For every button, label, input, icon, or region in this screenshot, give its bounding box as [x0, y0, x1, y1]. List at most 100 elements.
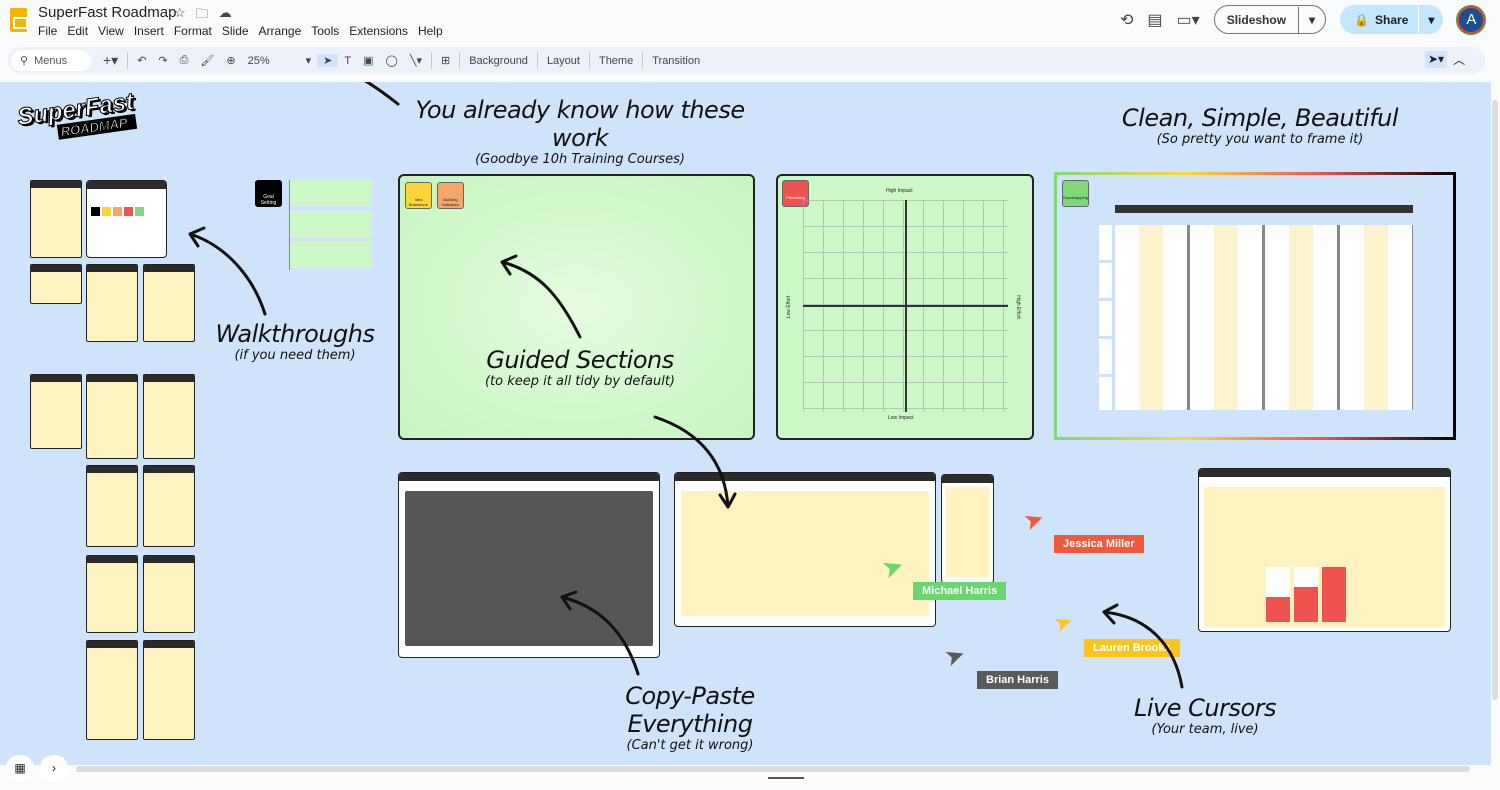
menu-edit[interactable]: Edit — [67, 24, 89, 38]
horizontal-scrollbar[interactable] — [76, 766, 1470, 772]
pointer-icon[interactable]: ➤▾ — [1425, 51, 1448, 68]
board-okrs[interactable] — [1198, 468, 1451, 632]
image-icon[interactable]: ▣ — [363, 55, 374, 67]
walkthrough-thumbnail[interactable] — [30, 264, 82, 304]
arrow-to-guided — [500, 254, 582, 339]
frame-prioritizing[interactable]: Prioritizing High Impact Low Impact Low … — [776, 174, 1034, 440]
label-low-impact: Low Impact — [888, 415, 914, 421]
zoom-dropdown-icon[interactable]: ▾ — [305, 55, 312, 67]
walkthrough-thumbnail[interactable] — [86, 374, 138, 459]
show-filmstrip-icon[interactable]: › — [40, 755, 68, 781]
layout-button[interactable]: Layout — [546, 54, 580, 67]
slideshow-button[interactable]: Slideshow ▾ — [1213, 5, 1327, 34]
goal-cards[interactable] — [289, 180, 371, 270]
redo-icon[interactable]: ↷ — [158, 55, 168, 67]
walkthrough-thumbnail[interactable] — [86, 555, 138, 633]
menu-extensions[interactable]: Extensions — [349, 24, 408, 38]
frame-idea-brainstorm[interactable]: Idea Brainstorm Building Initiatives Gui… — [398, 174, 755, 440]
walkthrough-thumbnail[interactable] — [143, 555, 195, 633]
slideshow-dropdown-icon[interactable]: ▾ — [1298, 6, 1325, 33]
move-folder-icon[interactable]: 🗀 — [195, 6, 209, 21]
collapse-toolbar-icon[interactable]: ︿ — [1453, 53, 1466, 67]
slide-canvas[interactable]: SuperFast ROADMAP Goal Setting You alrea… — [0, 82, 1491, 765]
callout-beautiful: Clean, Simple, Beautiful(So pretty you w… — [1121, 104, 1399, 147]
document-title[interactable]: SuperFast Roadmap — [38, 4, 177, 21]
avatar[interactable]: A — [1457, 5, 1486, 34]
search-placeholder: Menus — [34, 54, 68, 67]
board-walkthrough[interactable] — [941, 474, 994, 584]
chip-goal-setting[interactable]: Goal Setting — [255, 180, 282, 207]
zoom-select[interactable]: 25% — [247, 54, 270, 67]
menu-arrange[interactable]: Arrange — [258, 24, 302, 38]
select-icon[interactable]: ➤ — [317, 54, 339, 67]
menu-insert[interactable]: Insert — [133, 24, 164, 38]
comments-icon[interactable]: ▤ — [1147, 11, 1163, 29]
search-icon: ⚲ — [20, 55, 29, 67]
transition-button[interactable]: Transition — [652, 54, 701, 67]
paint-format-icon[interactable]: 🖌 — [200, 55, 215, 67]
x-axis — [803, 305, 1008, 307]
walkthrough-thumbnail[interactable] — [143, 640, 195, 740]
menu-format[interactable]: Format — [173, 24, 212, 38]
menus-search[interactable]: ⚲ Menus — [11, 50, 91, 71]
share-button[interactable]: 🔒 Share ▾ — [1340, 5, 1444, 34]
version-history-icon[interactable]: ⟲ — [1120, 11, 1134, 29]
theme-button[interactable]: Theme — [598, 54, 634, 67]
slides-logo-icon[interactable] — [10, 8, 28, 32]
star-icon[interactable]: ☆ — [174, 5, 186, 20]
frame-roadmapping[interactable]: Roadmapping — [1054, 172, 1456, 440]
cursor-label-michael: Michael Harris — [913, 582, 1007, 600]
share-dropdown-icon[interactable]: ▾ — [1418, 6, 1443, 33]
grid-view-icon[interactable]: ▦ — [6, 755, 34, 781]
callout-walkthroughs: Walkthroughs(if you need them) — [215, 320, 375, 363]
cursor-label-lauren: Lauren Brooks — [1084, 639, 1180, 657]
walkthrough-thumbnail[interactable] — [86, 465, 138, 547]
cloud-status-icon[interactable]: ☁ — [218, 5, 232, 20]
walkthrough-thumbnail[interactable] — [30, 374, 82, 449]
new-slide-icon[interactable]: +▾ — [103, 52, 119, 68]
walkthrough-thumbnail[interactable] — [30, 180, 82, 258]
text-box-icon[interactable]: T — [344, 54, 352, 67]
chip-idea-brainstorm[interactable]: Idea Brainstorm — [405, 182, 432, 209]
share-label[interactable]: Share — [1375, 12, 1409, 27]
arrow-to-walkthroughs — [188, 226, 267, 316]
walkthrough-thumbnail[interactable] — [86, 180, 167, 258]
board-initiatives[interactable] — [398, 472, 660, 658]
walkthrough-thumbnail[interactable] — [86, 264, 138, 342]
callout-guided-sections: Guided Sections(to keep it all tidy by d… — [484, 346, 675, 389]
chip-building-initiatives[interactable]: Building Initiatives — [437, 182, 464, 209]
menu-bar: File Edit View Insert Format Slide Arran… — [38, 24, 443, 38]
arrow-to-toolbar — [364, 82, 400, 106]
zoom-icon[interactable]: ⊕ — [226, 55, 236, 67]
menu-tools[interactable]: Tools — [311, 24, 340, 38]
menu-help[interactable]: Help — [417, 24, 443, 38]
menu-view[interactable]: View — [98, 24, 124, 38]
chip-roadmapping[interactable]: Roadmapping — [1062, 180, 1089, 207]
hand-drawn-arrows — [188, 82, 1184, 689]
walkthrough-thumbnail[interactable] — [143, 465, 195, 547]
arrow-to-cursors — [1102, 603, 1184, 689]
comment-icon[interactable]: ⊞ — [441, 55, 451, 67]
line-icon[interactable]: ╲▾ — [409, 55, 422, 67]
lock-icon: 🔒 — [1354, 12, 1370, 27]
cursor-label-brian: Brian Harris — [977, 671, 1058, 689]
walkthrough-thumbnail[interactable] — [143, 264, 195, 342]
toolbar: ⚲ Menus +▾ ↶ ↷ ⎙ 🖌 ⊕ 25% ▾ ➤ T ▣ ◯ ╲▾ ⊞ B… — [8, 47, 1485, 74]
header-actions: ⟲ ▤ ▭▾ Slideshow ▾ 🔒 Share ▾ A — [1120, 5, 1486, 34]
walkthrough-thumbnail[interactable] — [86, 640, 138, 740]
menu-file[interactable]: File — [38, 24, 58, 38]
speaker-notes-handle[interactable] — [768, 777, 804, 779]
print-icon[interactable]: ⎙ — [179, 54, 189, 66]
callout-toolbar: You already know how these work(Goodbye … — [415, 96, 745, 167]
walkthrough-thumbnail[interactable] — [143, 374, 195, 459]
roadmap-rows — [1099, 225, 1112, 410]
menu-slide[interactable]: Slide — [221, 24, 249, 38]
shape-icon[interactable]: ◯ — [385, 55, 398, 67]
slideshow-label[interactable]: Slideshow — [1226, 12, 1287, 27]
board-brainstorm[interactable] — [674, 472, 936, 627]
undo-icon[interactable]: ↶ — [137, 55, 147, 67]
meet-icon[interactable]: ▭▾ — [1176, 11, 1200, 29]
vertical-scrollbar[interactable] — [1492, 100, 1498, 700]
background-button[interactable]: Background — [469, 54, 528, 67]
arrow-to-board — [653, 415, 737, 509]
